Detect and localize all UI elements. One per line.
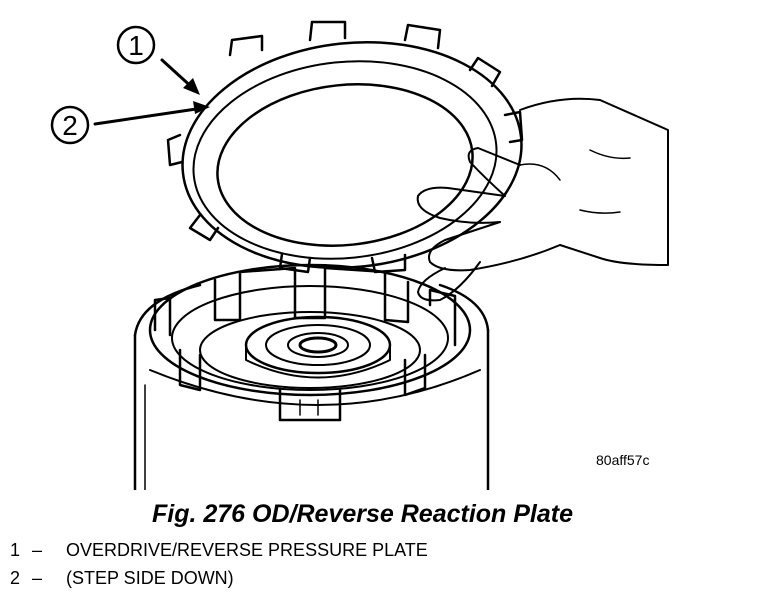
legend-item: 1– OVERDRIVE/REVERSE PRESSURE PLATE [10,540,428,561]
callout-2: 2 [50,105,90,145]
arrowhead-2 [193,101,210,114]
legend-item-number: 1 [10,540,21,560]
legend-item-text: OVERDRIVE/REVERSE PRESSURE PLATE [66,540,428,560]
arrowhead-1 [183,78,200,95]
image-code: 80aff57c [596,452,650,468]
figure-caption: Fig. 276 OD/Reverse Reaction Plate [152,500,574,528]
callout-1-number: 1 [128,30,144,61]
legend-item-text: (STEP SIDE DOWN) [66,568,234,588]
callout-leaders [93,58,205,126]
clutch-drum [148,263,472,422]
callout-1: 1 [116,25,156,65]
legend-item: 2– (STEP SIDE DOWN) [10,568,234,589]
reaction-plate-illustration: 1 2 [50,20,669,490]
center-hub [244,315,392,379]
legend-item-dash: – [32,540,43,560]
legend-item-number: 2 [10,568,21,588]
reaction-plate [166,20,524,274]
callout-2-number: 2 [62,110,78,141]
legend-item-dash: – [32,568,43,588]
technician-hand [416,97,669,302]
